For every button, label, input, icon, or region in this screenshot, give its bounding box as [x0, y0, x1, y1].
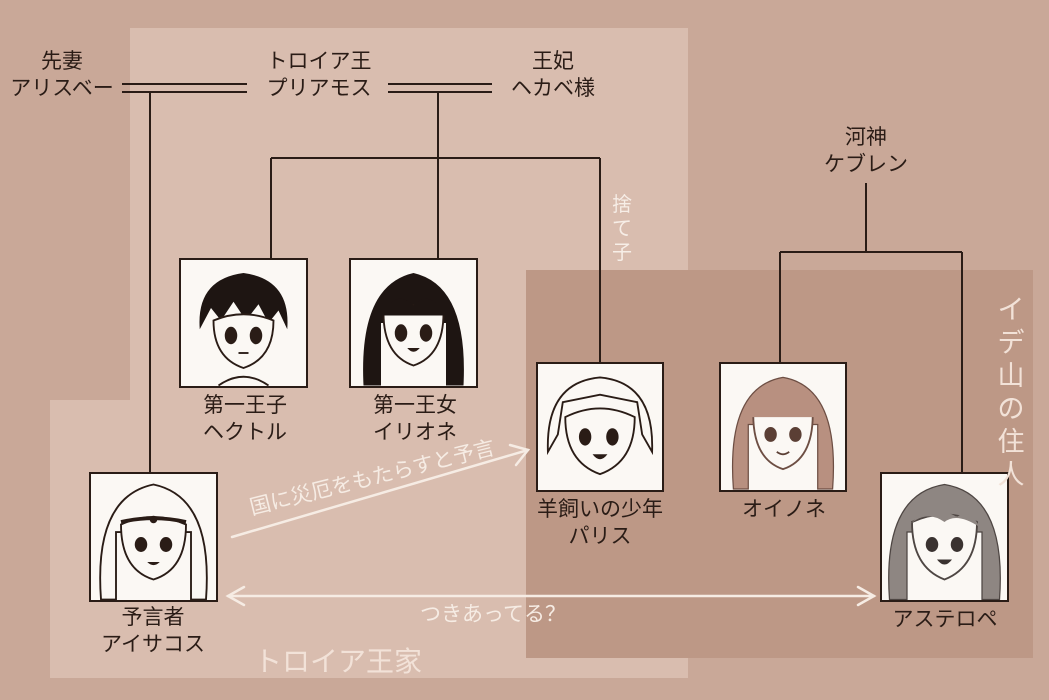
nymph-girl-face-icon — [888, 483, 1001, 600]
asterope-portrait — [880, 472, 1009, 602]
paris-portrait — [536, 362, 664, 492]
river-god-label: 河神ケブレン — [824, 125, 908, 176]
boy-face-icon — [199, 273, 288, 386]
troy-royal-house-label: トロイア王家 — [254, 645, 423, 678]
oenone-portrait — [719, 362, 847, 492]
nymph-face-icon — [732, 376, 834, 490]
ilione-portrait — [349, 258, 478, 388]
oenone-label: オイノネ — [742, 497, 826, 521]
aesacus-label: 予言者アイサコス — [101, 605, 205, 656]
hecuba-label: 王妃ヘカベ様 — [511, 49, 595, 100]
hector-label: 第一王子ヘクトル — [203, 393, 287, 444]
priam-label: トロイア王プリアモス — [266, 49, 372, 100]
prophecy-arrow — [230, 448, 530, 539]
ilione-label: 第一王女イリオネ — [373, 393, 457, 444]
hector-portrait — [179, 258, 308, 388]
abandoned-child-note: 捨て子 — [612, 192, 632, 264]
dating-note: つきあってる？ — [420, 602, 566, 626]
paris-label: 羊飼いの少年パリス — [537, 497, 663, 548]
prophet-face-icon — [99, 483, 208, 600]
ide-residents-label: イデ山の住人 — [997, 295, 1025, 491]
asterope-label: アステロペ — [892, 607, 998, 631]
aesacus-portrait — [89, 472, 218, 602]
shepherd-boy-face-icon — [546, 376, 654, 476]
girl-face-icon — [363, 273, 464, 386]
first-wife-label: 先妻アリスベー — [10, 49, 114, 100]
